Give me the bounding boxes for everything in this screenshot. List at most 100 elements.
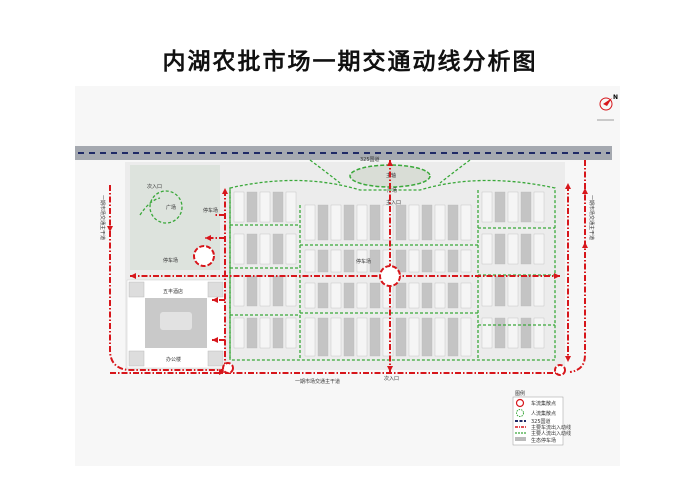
stall-block — [272, 191, 284, 223]
stall-block — [304, 204, 316, 241]
stall-block — [343, 282, 355, 309]
vehicle-hubs — [193, 245, 566, 376]
stall-block — [356, 282, 368, 309]
road-right-label: 一期市场交通主干道 — [588, 195, 595, 240]
stall-block — [395, 249, 407, 273]
plaza-label: 广场 — [166, 204, 176, 211]
stall-block — [272, 275, 284, 307]
vehicle-hub-icon — [515, 398, 525, 408]
stall-block — [369, 204, 381, 241]
page-title: 内湖农批市场一期交通动线分析图 — [162, 49, 538, 75]
stall-block — [233, 233, 245, 265]
stall-block — [447, 204, 459, 241]
legend-label: 主要人流出入动线 — [531, 430, 571, 437]
stall-block — [356, 317, 368, 357]
stall-block — [246, 317, 258, 349]
secondary-entrance-top-label: 次入口 — [147, 183, 162, 190]
main-entrance-label: 主入口 — [386, 199, 401, 206]
stall-block — [447, 249, 459, 273]
stall-block — [408, 282, 420, 309]
office-label: 办公楼 — [166, 356, 181, 363]
stall-block — [246, 275, 258, 307]
stall-block — [494, 233, 506, 265]
stall-block — [447, 282, 459, 309]
stall-block — [233, 317, 245, 349]
stall-block — [382, 204, 394, 241]
stall-block — [481, 317, 493, 349]
stall-block — [317, 249, 329, 273]
stall-block — [285, 317, 297, 349]
stall-block — [259, 233, 271, 265]
stall-block — [434, 282, 446, 309]
stall-block — [259, 191, 271, 223]
stall-block — [285, 191, 297, 223]
stall-block — [481, 275, 493, 307]
legend-label: 325国道 — [531, 418, 551, 425]
stall-block — [533, 317, 545, 349]
stall-block — [494, 275, 506, 307]
stall-block — [304, 317, 316, 357]
pedestrian-hub-icon — [516, 409, 524, 417]
stall-block — [369, 317, 381, 357]
stall-block — [330, 317, 342, 357]
stall-block — [421, 317, 433, 357]
stall-block — [285, 233, 297, 265]
stall-block — [395, 282, 407, 309]
stall-block — [304, 282, 316, 309]
hotel-label: 五丰酒店 — [163, 288, 183, 295]
stall-block — [447, 317, 459, 357]
stall-block — [533, 275, 545, 307]
stall-block — [259, 275, 271, 307]
stall-block — [460, 317, 472, 357]
stall-block — [330, 204, 342, 241]
stall-block — [369, 282, 381, 309]
square-center-label: 广场 — [387, 187, 397, 194]
main-axis-label: 主轴 — [386, 172, 396, 179]
national-road — [75, 146, 612, 160]
stall-block — [481, 233, 493, 265]
stall-block — [369, 249, 381, 273]
stall-block — [507, 233, 519, 265]
stall-block — [343, 317, 355, 357]
stall-block — [395, 317, 407, 357]
stall-block — [246, 233, 258, 265]
stall-block — [533, 191, 545, 223]
stall-block — [259, 317, 271, 349]
eco-parking-icon — [515, 437, 526, 441]
hotel-office-block — [126, 279, 226, 369]
market-stalls — [233, 191, 545, 357]
stall-block — [460, 282, 472, 309]
stall-block — [520, 233, 532, 265]
stall-block — [356, 204, 368, 241]
secondary-entrance-bottom-label: 次入口 — [384, 375, 399, 382]
stall-block — [233, 191, 245, 223]
stall-block — [272, 317, 284, 349]
road-left-label: 一期市场交通主干道 — [99, 195, 106, 240]
stall-block — [285, 275, 297, 307]
stall-block — [460, 204, 472, 241]
legend-title: 图例 — [515, 390, 525, 397]
stall-block — [421, 204, 433, 241]
stall-block — [520, 317, 532, 349]
stall-block — [434, 249, 446, 273]
stall-block — [434, 204, 446, 241]
stall-block — [507, 191, 519, 223]
stall-block — [330, 249, 342, 273]
compass-icon — [597, 97, 614, 121]
stall-block — [507, 275, 519, 307]
parking-label-2: 停车场 — [163, 257, 178, 264]
stall-block — [460, 249, 472, 273]
stall-block — [317, 282, 329, 309]
stall-block — [434, 317, 446, 357]
stall-block — [343, 249, 355, 273]
stall-block — [395, 204, 407, 241]
stall-block — [520, 275, 532, 307]
stall-block — [382, 317, 394, 357]
stall-block — [343, 204, 355, 241]
legend-label: 车流集散点 — [531, 400, 556, 407]
stall-block — [317, 317, 329, 357]
stall-block — [304, 249, 316, 273]
stall-block — [408, 317, 420, 357]
road-bottom-label: 一期市场交通主干道 — [295, 378, 340, 385]
